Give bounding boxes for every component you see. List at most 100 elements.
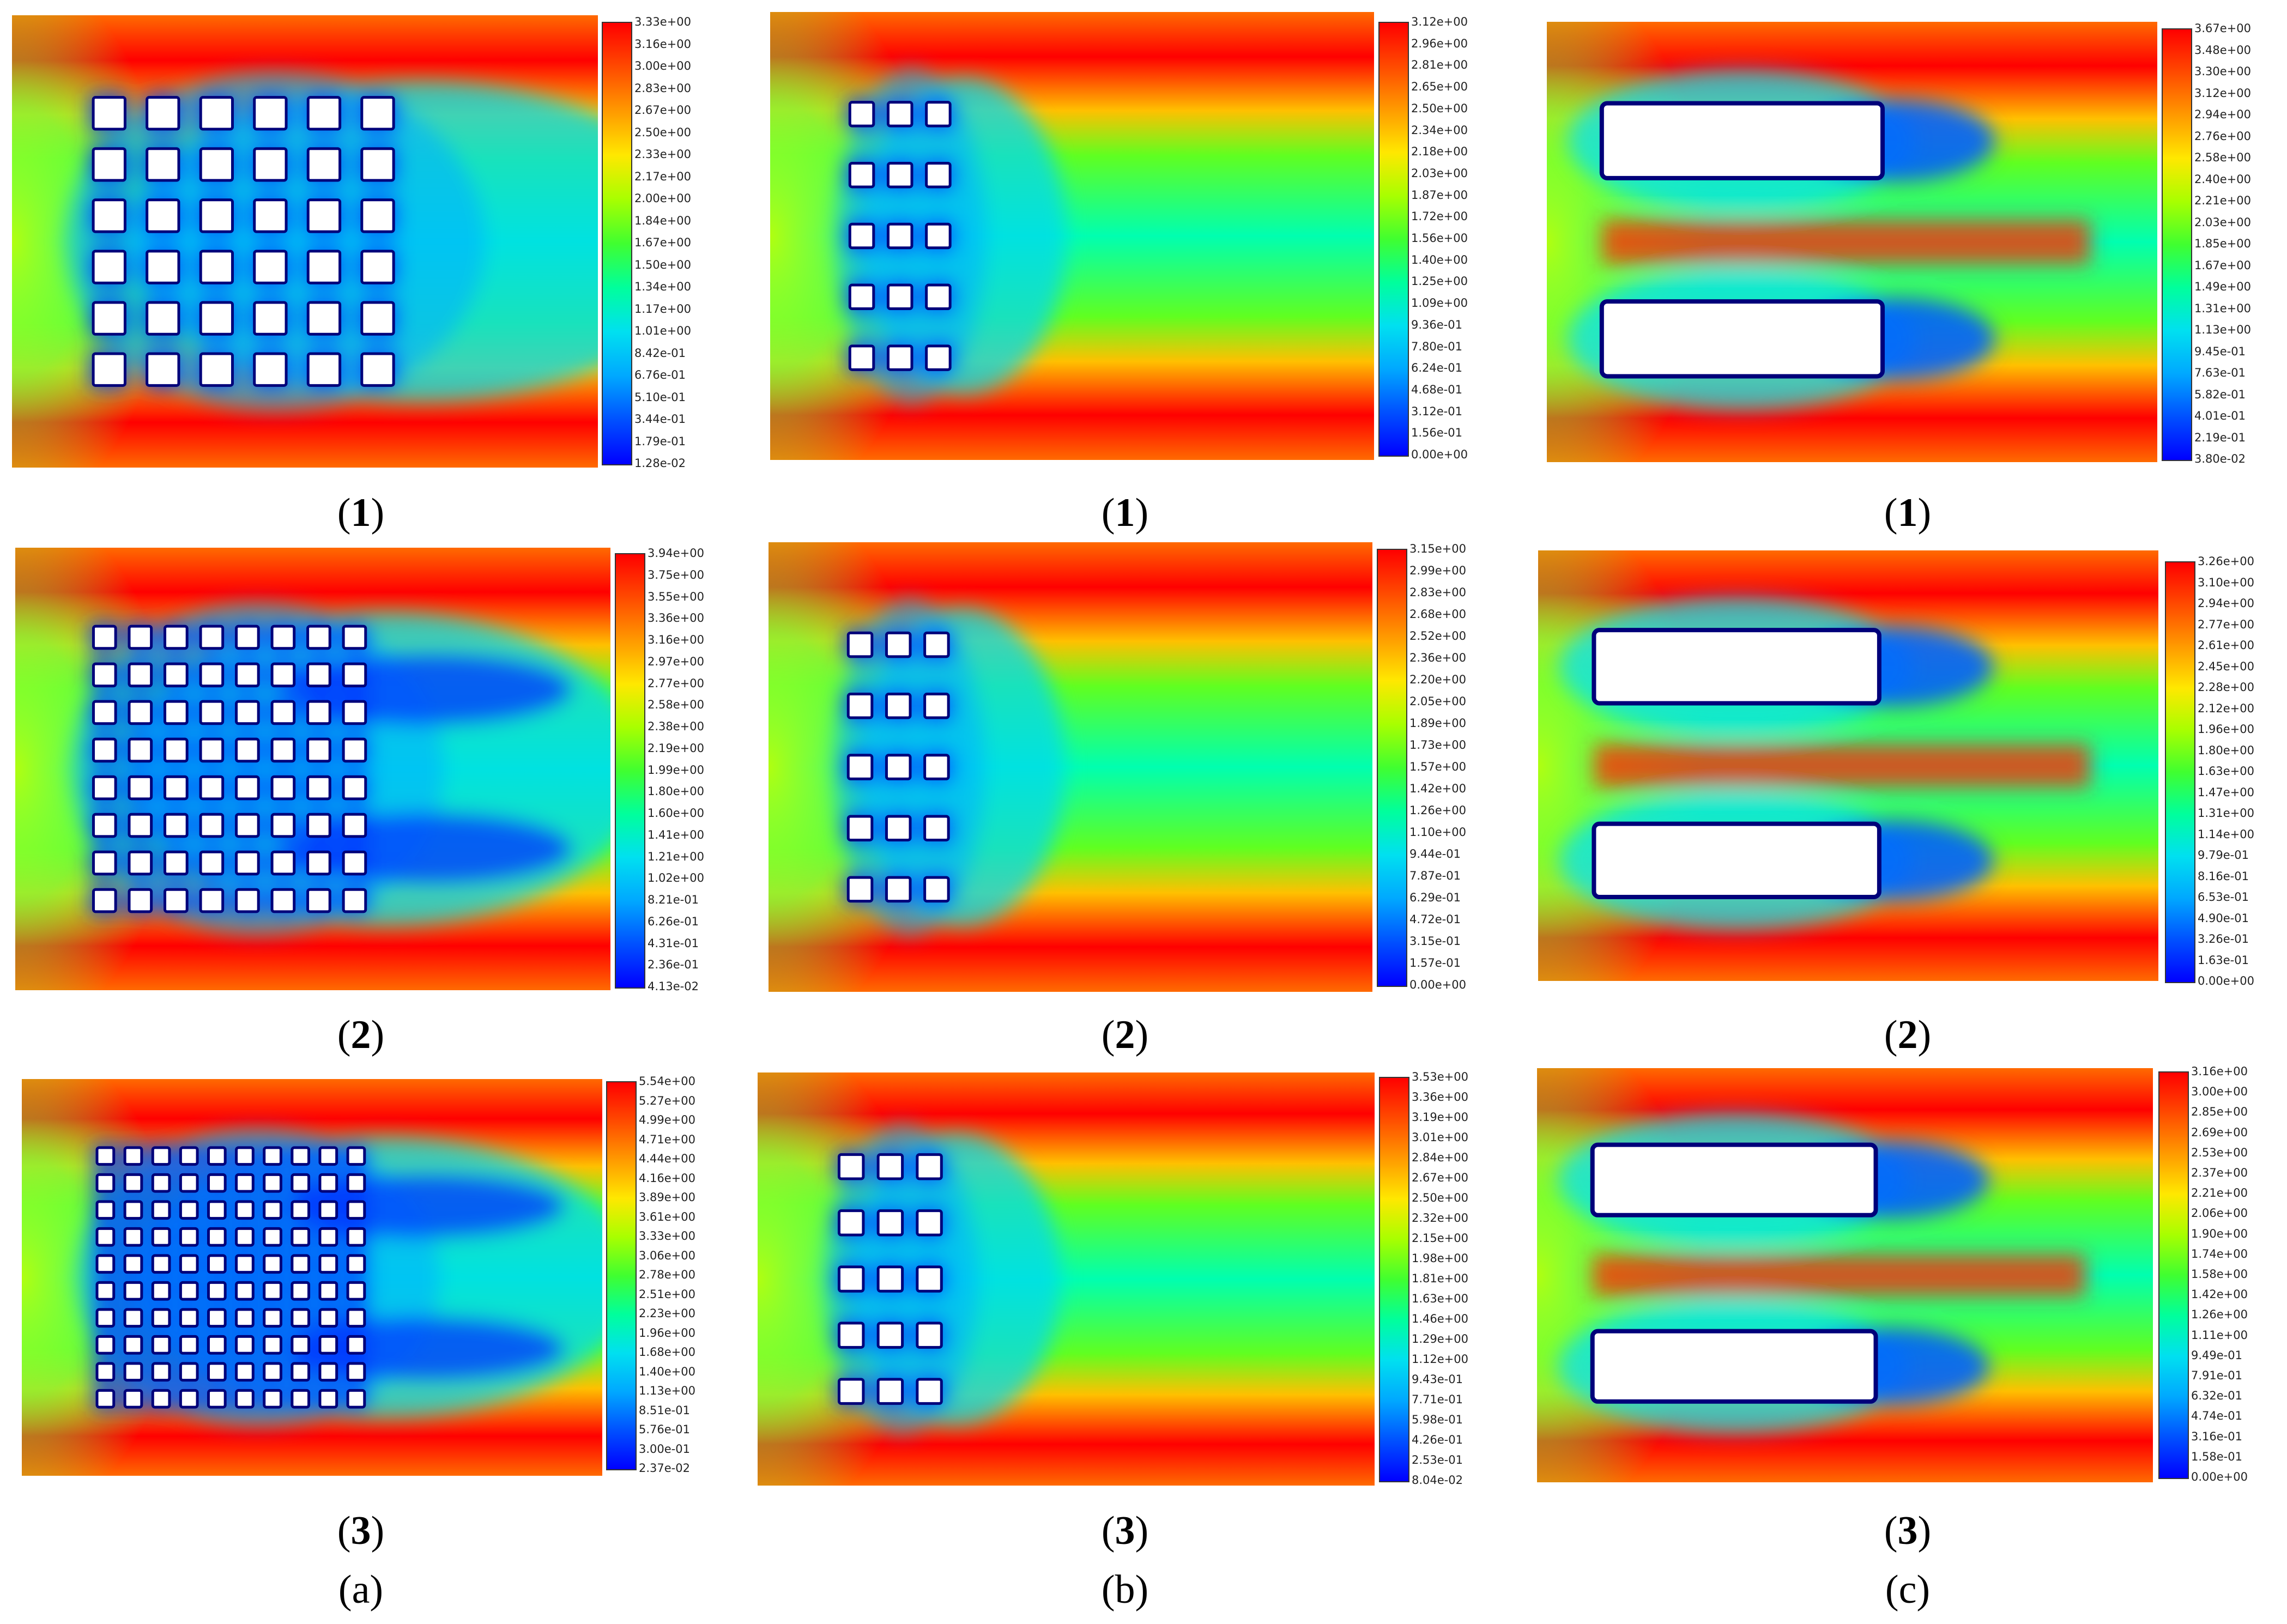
color-legend-tick-label: 2.19e+00	[648, 741, 704, 755]
color-legend-tick-label: 3.36e+00	[1412, 1090, 1468, 1104]
color-legend-tick-label: 3.44e-01	[634, 413, 686, 426]
color-legend-tick-label: 3.16e+00	[634, 37, 691, 51]
color-legend-tick-label: 3.26e+00	[2198, 555, 2254, 568]
color-legend-tick-label: 3.15e+00	[1409, 542, 1466, 555]
color-legend-tick-label: 4.31e-01	[648, 936, 699, 950]
color-legend-tick-label: 5.82e-01	[2194, 387, 2246, 401]
color-legend-tick-label: 2.53e+00	[2191, 1146, 2248, 1159]
color-legend-tick-label: 1.63e-01	[2198, 953, 2249, 967]
color-legend-tick-label: 1.49e+00	[2194, 280, 2251, 293]
color-legend-tick-label: 1.84e+00	[634, 214, 691, 227]
color-legend-tick-label: 9.79e-01	[2198, 849, 2249, 862]
color-legend-tick-label: 2.65e+00	[1411, 80, 1468, 94]
column-label-a: (a)	[338, 1567, 384, 1612]
color-legend-tick-label: 1.01e+00	[634, 324, 691, 337]
color-legend-tick-label: 2.77e+00	[648, 676, 704, 690]
color-legend-tick-label: 1.58e-01	[2191, 1450, 2242, 1463]
color-legend-tick-label: 3.00e+00	[2191, 1085, 2248, 1099]
color-legend-tick-label: 1.21e+00	[648, 850, 704, 863]
color-legend-tick-label: 1.60e+00	[648, 807, 704, 820]
color-legend-tick-label: 1.67e+00	[2194, 258, 2251, 272]
color-legend-tick-label: 2.50e+00	[1411, 101, 1468, 115]
column-label-b: (b)	[1101, 1567, 1149, 1612]
color-legend-tick-label: 2.32e+00	[1412, 1211, 1468, 1225]
color-legend-tick-label: 2.51e+00	[639, 1287, 695, 1301]
color-legend-tick-label: 2.06e+00	[2191, 1207, 2248, 1220]
color-legend-tick-label: 2.67e+00	[634, 104, 691, 117]
color-legend-tick-label: 6.32e-01	[2191, 1389, 2242, 1403]
color-legend-tick-label: 2.03e+00	[2194, 215, 2251, 229]
color-legend-tick-label: 1.58e+00	[2191, 1268, 2248, 1281]
color-legend-tick-label: 1.57e+00	[1409, 760, 1466, 773]
color-legend-tick-label: 1.68e+00	[639, 1346, 695, 1359]
color-legend-tick-label: 4.68e-01	[1411, 383, 1462, 396]
color-legend-tick-label: 2.17e+00	[634, 169, 691, 183]
caption-c1: (1)	[1884, 490, 1932, 535]
color-legend-tick-label: 1.47e+00	[2198, 785, 2254, 799]
caption-a2: (2)	[337, 1013, 385, 1057]
color-legend-tick-label: 1.10e+00	[1409, 826, 1466, 839]
color-legend-tick-label: 3.00e-01	[639, 1442, 690, 1456]
color-legend-tick-label: 1.11e+00	[2191, 1328, 2248, 1342]
color-legend-tick-label: 3.10e+00	[2198, 575, 2254, 589]
color-legend-bar	[2158, 1071, 2189, 1479]
color-legend-tick-label: 1.40e+00	[639, 1365, 695, 1378]
color-legend-tick-label: 1.50e+00	[634, 258, 691, 271]
color-legend-tick-label: 1.42e+00	[1409, 782, 1466, 795]
color-legend-tick-label: 3.80e-02	[2194, 452, 2246, 465]
color-legend-tick-label: 3.89e+00	[639, 1191, 695, 1204]
velocity-contour-field	[22, 1079, 602, 1476]
color-legend-tick-label: 6.24e-01	[1411, 361, 1462, 375]
color-legend-tick-label: 4.26e-01	[1412, 1433, 1463, 1446]
velocity-contour-field	[12, 15, 598, 468]
color-legend-tick-label: 2.94e+00	[2198, 597, 2254, 610]
velocity-contour-field	[1547, 22, 2157, 462]
color-legend-tick-label: 9.45e-01	[2194, 344, 2246, 358]
color-legend-tick-label: 4.16e+00	[639, 1171, 695, 1185]
color-legend-tick-label: 9.36e-01	[1411, 318, 1462, 331]
color-legend-tick-label: 4.74e-01	[2191, 1409, 2242, 1423]
color-legend-tick-label: 1.74e+00	[2191, 1247, 2248, 1261]
color-legend-tick-label: 2.05e+00	[1409, 695, 1466, 708]
caption-a1: (1)	[337, 490, 385, 535]
color-legend-tick-label: 8.16e-01	[2198, 869, 2249, 883]
color-legend-tick-label: 2.58e+00	[648, 698, 704, 712]
color-legend-tick-label: 3.61e+00	[639, 1210, 695, 1223]
color-legend-tick-label: 2.37e+00	[2191, 1166, 2248, 1179]
color-legend-tick-label: 2.18e+00	[1411, 145, 1468, 159]
color-legend-tick-label: 2.23e+00	[639, 1307, 695, 1320]
color-legend-tick-label: 1.81e+00	[1412, 1272, 1468, 1285]
color-legend-tick-label: 2.50e+00	[1412, 1191, 1468, 1204]
color-legend-tick-label: 3.55e+00	[648, 590, 704, 603]
color-legend-tick-label: 1.79e-01	[634, 434, 686, 448]
color-legend-tick-label: 2.81e+00	[1411, 58, 1468, 72]
color-legend-tick-label: 1.80e+00	[2198, 743, 2254, 757]
color-legend-tick-label: 1.96e+00	[2198, 723, 2254, 736]
color-legend-tick-label: 5.98e-01	[1412, 1413, 1463, 1426]
color-legend-tick-label: 2.67e+00	[1412, 1171, 1468, 1184]
color-legend-tick-label: 0.00e+00	[2191, 1470, 2248, 1483]
color-legend-bar	[615, 553, 645, 989]
color-legend-tick-label: 1.56e-01	[1411, 426, 1462, 440]
color-legend-tick-label: 1.31e+00	[2194, 301, 2251, 315]
color-legend-tick-label: 7.63e-01	[2194, 366, 2246, 379]
color-legend-tick-label: 2.99e+00	[1409, 564, 1466, 577]
color-legend-tick-label: 2.94e+00	[2194, 108, 2251, 121]
color-legend-tick-label: 3.94e+00	[648, 547, 704, 560]
color-legend-tick-label: 6.26e-01	[648, 914, 699, 928]
caption-b3: (3)	[1101, 1508, 1149, 1553]
caption-c3: (3)	[1884, 1508, 1932, 1553]
color-legend-tick-label: 1.72e+00	[1411, 210, 1468, 223]
color-legend-tick-label: 2.21e+00	[2191, 1186, 2248, 1200]
velocity-contour-field	[1538, 550, 2158, 981]
color-legend-tick-label: 1.34e+00	[634, 280, 691, 293]
color-legend-tick-label: 3.53e+00	[1412, 1070, 1468, 1083]
color-legend-bar	[1377, 549, 1407, 987]
color-legend-tick-label: 1.02e+00	[648, 871, 704, 885]
color-legend-tick-label: 3.12e+00	[2194, 86, 2251, 100]
color-legend-tick-label: 2.83e+00	[1409, 586, 1466, 599]
color-legend-tick-label: 2.76e+00	[2194, 129, 2251, 143]
color-legend-tick-label: 1.96e+00	[639, 1326, 695, 1340]
color-legend-tick-label: 3.00e+00	[634, 59, 691, 72]
color-legend-tick-label: 2.34e+00	[1411, 123, 1468, 137]
